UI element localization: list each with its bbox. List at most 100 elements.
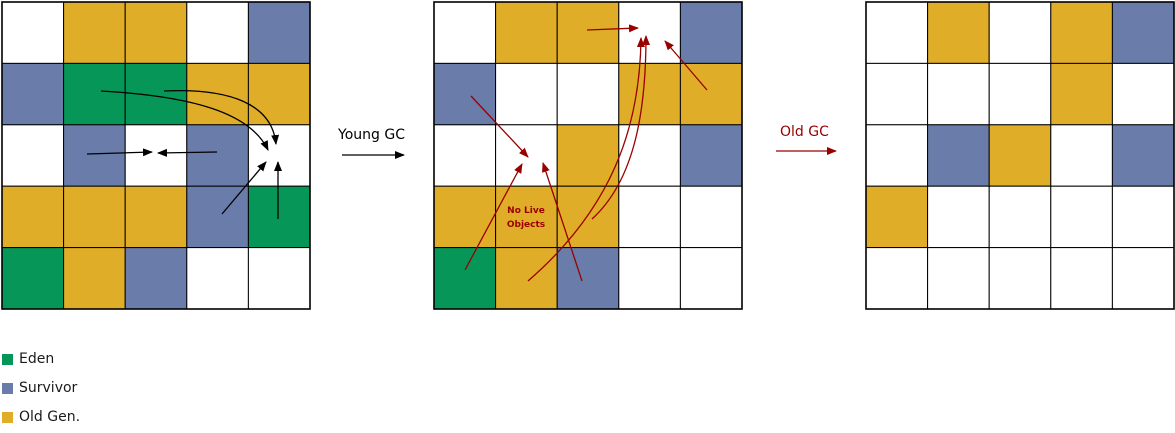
heap-cell-survivor	[433, 62, 497, 126]
heap-cell-survivor	[186, 185, 249, 249]
note-line-1: No Live	[507, 206, 545, 216]
heap-after-young-gc	[433, 1, 743, 310]
old-gc-compaction-arrows	[464, 24, 708, 282]
heap-cell-free	[865, 1, 929, 64]
old-to-free-arrow	[527, 37, 645, 282]
heap-cell-free	[1, 124, 65, 187]
heap-cell-eden	[1, 247, 65, 310]
heap-cell-free	[927, 62, 990, 126]
heap-cell-free	[1, 1, 65, 64]
heap-cell-old	[556, 185, 620, 249]
heap-cell-survivor	[247, 1, 311, 64]
heap-cell-survivor	[556, 247, 620, 310]
heap-cell-free	[988, 185, 1052, 249]
heap-cell-free	[247, 247, 311, 310]
survivor-to-free-arrow	[86, 148, 153, 157]
old-to-free-arrow	[586, 24, 639, 33]
survivor-to-free-arrow	[542, 162, 583, 282]
heap-grid-border	[433, 1, 743, 310]
heap-cell-old	[124, 185, 188, 249]
heap-cell-free	[1111, 62, 1175, 126]
heap-cell-free	[495, 62, 558, 126]
old-to-free-arrow	[664, 40, 708, 91]
heap-cell-survivor	[927, 124, 990, 187]
legend-item-survivor: Survivor	[2, 380, 78, 396]
survivor-to-free-arrow	[221, 161, 267, 215]
old-to-free-arrow	[591, 35, 650, 220]
heap-cell-old	[63, 1, 126, 64]
heap-cell-old	[679, 62, 743, 126]
heap-cell-survivor	[1111, 124, 1175, 187]
heap-cell-free	[556, 62, 620, 126]
young-gc-label: Young GC	[338, 127, 405, 143]
heap-cell-old	[556, 1, 620, 64]
heap-cell-old	[556, 124, 620, 187]
no-live-objects-note: No Live Objects	[496, 204, 556, 232]
legend-label-eden: Eden	[19, 351, 55, 367]
heap-cell-old	[495, 1, 558, 64]
heap-after-old-gc	[865, 1, 1175, 310]
heap-cell-old	[1050, 62, 1113, 126]
heap-cell-eden	[63, 62, 126, 126]
heap-cell-eden	[247, 185, 311, 249]
heap-cell-old	[63, 247, 126, 310]
heap-cell-free	[988, 62, 1052, 126]
heap-cell-free	[1050, 124, 1113, 187]
heap-cell-survivor	[679, 124, 743, 187]
heap-cell-free	[927, 247, 990, 310]
heap-cell-survivor	[63, 124, 126, 187]
heap-cell-free	[1111, 247, 1175, 310]
heap-cell-eden	[433, 247, 497, 310]
heap-cell-free	[1111, 185, 1175, 249]
heap-cell-survivor	[679, 1, 743, 64]
heap-cell-free	[124, 124, 188, 187]
heap-cell-survivor	[1, 62, 65, 126]
heap-cell-free	[618, 247, 681, 310]
legend-label-survivor: Survivor	[19, 380, 78, 396]
heap-cell-free	[865, 62, 929, 126]
note-line-2: Objects	[506, 220, 546, 230]
eden-to-free-arrow	[100, 90, 269, 151]
heap-grid-border	[865, 1, 1175, 310]
heap-cell-free	[927, 185, 990, 249]
survivor-to-free-arrow	[157, 148, 218, 157]
heap-cell-survivor	[186, 124, 249, 187]
heap-before-gc	[1, 1, 311, 310]
heap-cell-free	[865, 124, 929, 187]
heap-cell-free	[1050, 247, 1113, 310]
heap-cell-old	[433, 185, 497, 249]
heap-cell-old	[865, 185, 929, 249]
heap-cell-old	[63, 185, 126, 249]
eden-swatch	[2, 353, 13, 365]
survivor-swatch	[2, 382, 13, 394]
heap-cell-free	[618, 185, 681, 249]
heap-cell-free	[1050, 185, 1113, 249]
heap-cell-old	[495, 247, 558, 310]
heap-cell-old	[1, 185, 65, 249]
heap-cell-old	[1050, 1, 1113, 64]
heap-cell-free	[679, 185, 743, 249]
heap-cell-old	[618, 62, 681, 126]
old-gc-label: Old GC	[780, 124, 829, 140]
heap-cell-free	[433, 124, 497, 187]
heap-cell-old	[927, 1, 990, 64]
heap-cell-free	[186, 1, 249, 64]
survivor-to-free-arrow	[470, 95, 529, 158]
eden-to-free-arrow	[464, 163, 523, 271]
heap-cell-free	[186, 247, 249, 310]
heap-cell-free	[247, 124, 311, 187]
heap-cell-survivor	[1111, 1, 1175, 64]
legend-item-eden: Eden	[2, 351, 55, 367]
heap-cell-old	[988, 124, 1052, 187]
heap-cell-free	[865, 247, 929, 310]
heap-cell-old	[124, 1, 188, 64]
eden-to-free-arrow	[163, 89, 280, 145]
heap-cell-old	[247, 62, 311, 126]
heap-grid-border	[1, 1, 311, 310]
legend-item-old-gen: Old Gen.	[2, 409, 80, 425]
heap-cell-free	[433, 1, 497, 64]
heap-cell-survivor	[124, 247, 188, 310]
heap-cell-free	[679, 247, 743, 310]
heap-cell-free	[988, 1, 1052, 64]
